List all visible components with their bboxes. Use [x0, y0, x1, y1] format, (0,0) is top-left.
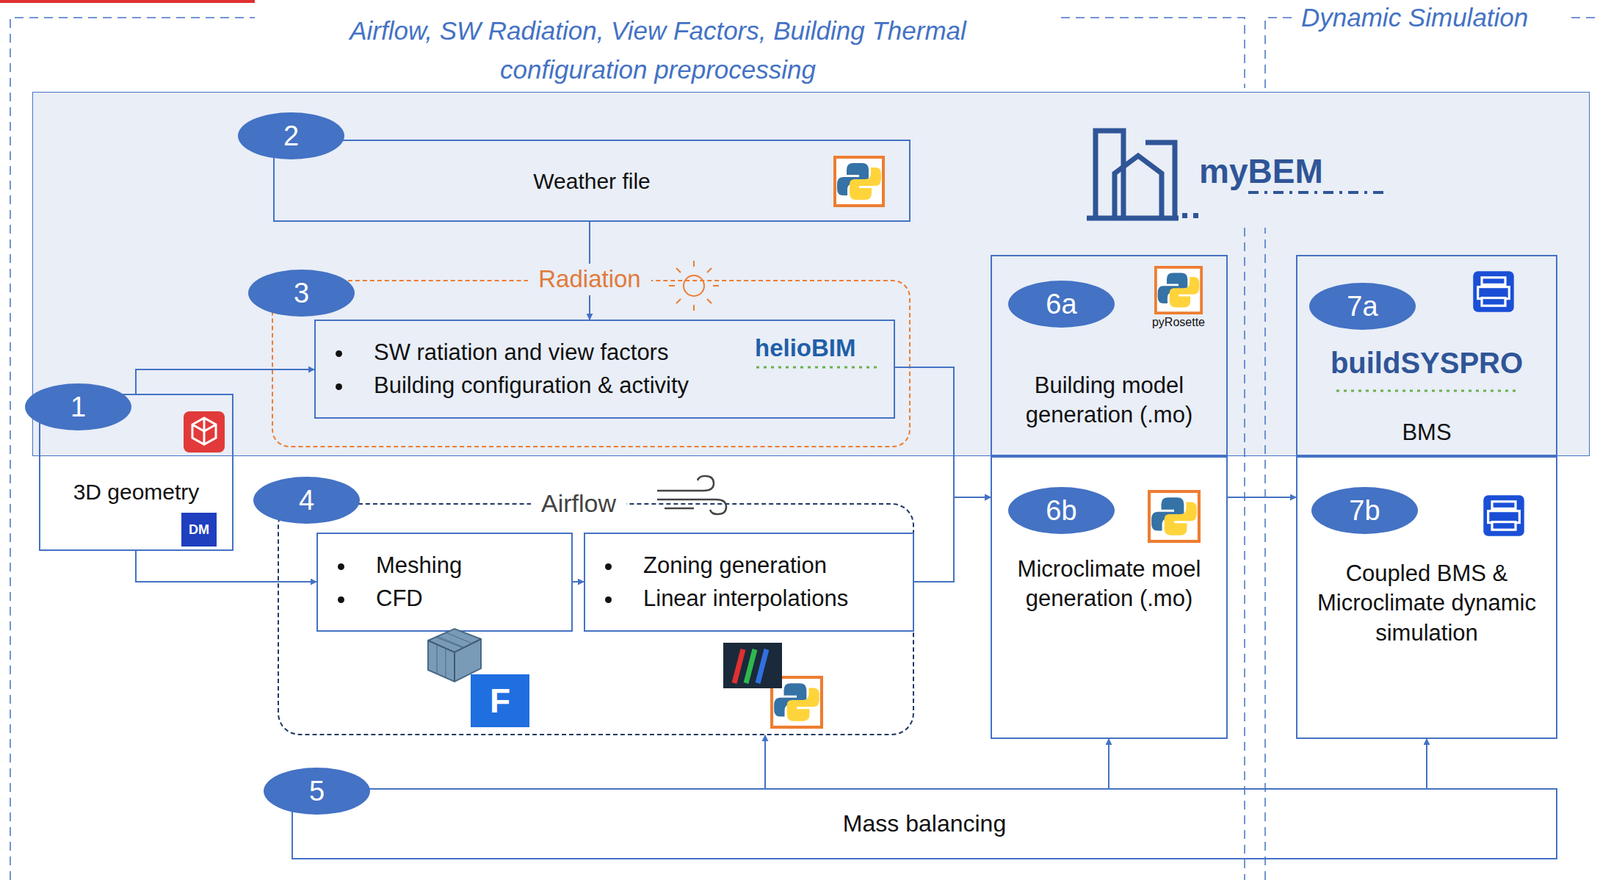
logo-text: pyRosette: [1141, 315, 1216, 329]
callout-number: 7a: [1309, 282, 1416, 330]
connector-arrow: [572, 580, 584, 583]
node-text: Weather file: [533, 166, 651, 196]
wind-icon: [657, 475, 727, 514]
node-text: Linear interpolations: [643, 582, 849, 616]
node-text: 3D geometry: [73, 477, 200, 506]
node-text: Microclimate moel generation (.mo): [999, 554, 1219, 614]
callout-number: 7b: [1311, 486, 1418, 534]
logo-text: helioBIM: [754, 334, 902, 363]
node-text: BMS: [1401, 417, 1451, 448]
sketchup-icon: [183, 411, 225, 453]
node-text: Building configuration & activity: [373, 369, 689, 403]
node-text: Meshing: [375, 549, 462, 583]
callout-number: 6a: [1008, 280, 1115, 328]
process-box: Weather file: [273, 139, 911, 222]
connector-arrow: [764, 735, 766, 788]
connector-arrow: [588, 221, 591, 320]
section-title: Dynamic Simulation: [1301, 2, 1573, 33]
icon-letter: DM: [181, 512, 217, 547]
region-heading: Airflow: [530, 486, 627, 520]
node-text: Mass balancing: [842, 808, 1006, 840]
mesh-cube-icon: [428, 628, 481, 682]
connector-arrow: [1227, 496, 1297, 498]
region-heading: Radiation: [527, 263, 651, 296]
callout-number: 6b: [1008, 486, 1115, 534]
connector-arrow: [895, 367, 991, 498]
callout-number: 1: [24, 383, 132, 431]
callout-number: 2: [237, 112, 345, 160]
process-box: MeshingCFD: [316, 532, 573, 632]
node-text: CFD: [375, 582, 423, 616]
sun-icon: [668, 260, 719, 311]
connector-arrow: [1425, 738, 1428, 788]
connector-arrow: [135, 550, 317, 582]
node-text: Coupled BMS & Microclimate dynamic simul…: [1304, 558, 1549, 648]
logo-text: buildSYSPRO: [1296, 346, 1558, 380]
node-text: Zoning generation: [643, 549, 827, 583]
process-box: Mass balancing: [291, 787, 1558, 860]
icon-letter: F: [470, 674, 530, 727]
connector-arrow: [135, 369, 315, 394]
connector-arrow: [914, 497, 991, 582]
node-text: SW ratiation and view factors: [373, 336, 669, 370]
paraview-icon: [723, 642, 783, 689]
callout-number: 5: [263, 767, 371, 815]
process-box: Zoning generationLinear interpolations: [583, 532, 915, 632]
mybem-logo: [1086, 130, 1179, 219]
callout-number: 4: [253, 476, 360, 524]
node-text: myBEM: [1199, 149, 1324, 194]
radiation-region: RadiationSW ratiation and view factorsBu…: [271, 279, 911, 448]
connector-arrow: [1108, 738, 1110, 788]
node-text: Building model generation (.mo): [999, 370, 1219, 431]
callout-number: 3: [248, 269, 355, 317]
section-title: Airflow, SW Radiation, View Factors, Bui…: [290, 11, 1026, 89]
